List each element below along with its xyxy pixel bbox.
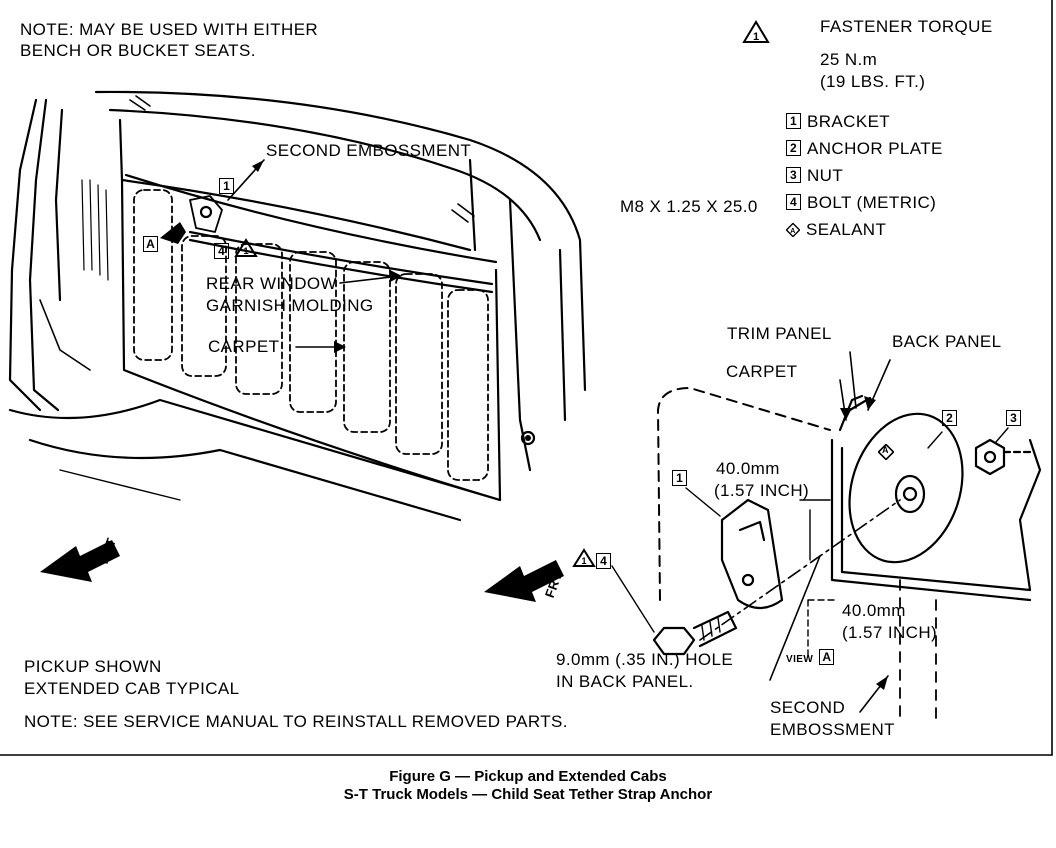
note-bottom: NOTE: SEE SERVICE MANUAL TO REINSTALL RE… — [24, 712, 568, 731]
legend-number-box: 2 — [786, 139, 801, 156]
torque-triangle-cab-icon — [234, 238, 258, 257]
legend-label: SEALANT — [806, 220, 887, 239]
label-pickup-shown: PICKUP SHOWN — [24, 657, 162, 676]
dimension-1-inch: (1.57 INCH) — [714, 481, 810, 500]
cab-callout-4: 4 — [214, 243, 229, 259]
legend-number-box: 4 — [786, 193, 801, 210]
torque-title: FASTENER TORQUE — [820, 17, 993, 36]
view-arrow-cab — [160, 222, 186, 244]
detail-callout-1: 1 — [672, 470, 687, 486]
detail-callout-4: 4 — [596, 553, 611, 569]
frt-arrow-right-shape — [484, 560, 564, 602]
torque-triangle-icon — [742, 20, 770, 43]
legend-item-sealant: A SEALANT — [786, 220, 943, 240]
legend-item-nut: 3 NUT — [786, 166, 943, 186]
label-garnish-molding: GARNISH MOLDING — [206, 296, 374, 315]
torque-metric: 25 N.m — [820, 50, 878, 69]
label-carpet-cab: CARPET — [208, 337, 280, 356]
legend-label: NUT — [807, 166, 844, 185]
label-hole-size: 9.0mm (.35 IN.) HOLE — [556, 650, 734, 669]
cab-texture — [81, 179, 109, 281]
svg-text:A: A — [790, 228, 795, 235]
cab-callout-1: 1 — [219, 178, 234, 194]
detail-callout-3: 3 — [1006, 410, 1021, 426]
note-top-line1: NOTE: MAY BE USED WITH EITHER — [20, 20, 319, 39]
detail-callout-a: A — [882, 445, 889, 455]
label-second-emb-detail-1: SECOND — [770, 698, 846, 717]
label-second-embossment: SECOND EMBOSSMENT — [266, 141, 472, 160]
svg-text:1: 1 — [753, 31, 759, 43]
legend: 1 BRACKET 2 ANCHOR PLATE 3 NUT 4 BOLT (METRI… — [786, 112, 943, 240]
dimension-2-inch: (1.57 INCH) — [842, 623, 938, 642]
frt-arrow-left-shape — [40, 540, 120, 582]
label-back-panel: BACK PANEL — [892, 332, 1002, 351]
torque-imperial: (19 LBS. FT.) — [820, 72, 926, 91]
legend-label: ANCHOR PLATE — [807, 139, 943, 158]
cab-illustration — [8, 90, 587, 522]
label-carpet-detail: CARPET — [726, 362, 798, 381]
svg-text:1: 1 — [243, 246, 248, 256]
figure-caption-line2: S-T Truck Models — Child Seat Tether Str… — [343, 786, 713, 803]
label-hole-location: IN BACK PANEL. — [556, 672, 694, 691]
legend-label: BRACKET — [807, 112, 891, 131]
legend-number-box: 1 — [786, 112, 801, 129]
view-word: VIEW — [786, 654, 814, 665]
note-top-line2: BENCH OR BUCKET SEATS. — [20, 41, 256, 60]
detail-callout-2: 2 — [942, 410, 957, 426]
legend-item-anchor-plate: 2 ANCHOR PLATE — [786, 139, 943, 159]
label-extended-cab: EXTENDED CAB TYPICAL — [24, 679, 240, 698]
legend-item-bracket: 1 BRACKET — [786, 112, 943, 132]
svg-text:1: 1 — [581, 556, 586, 566]
detail-sealant-diamond-icon — [878, 444, 894, 460]
label-rear-window: REAR WINDOW — [206, 274, 337, 293]
figure-caption-line1: Figure G — Pickup and Extended Cabs — [389, 768, 667, 785]
torque-triangle-detail-icon — [572, 548, 596, 567]
legend-item-bolt: 4 BOLT (METRIC) — [786, 193, 943, 213]
view-label: VIEW A — [786, 649, 840, 670]
cab-callout-a: A — [143, 236, 158, 252]
label-second-emb-detail-2: EMBOSSMENT — [770, 720, 895, 739]
label-trim-panel: TRIM PANEL — [727, 324, 832, 343]
bolt-spec: M8 X 1.25 X 25.0 — [620, 197, 758, 216]
legend-label: BOLT (METRIC) — [807, 193, 937, 212]
dimension-2-mm: 40.0mm — [842, 601, 906, 620]
dimension-1-mm: 40.0mm — [716, 459, 780, 478]
legend-number-box: 3 — [786, 166, 801, 183]
view-letter-box: A — [819, 649, 835, 666]
sealant-diamond-icon: A — [786, 222, 800, 237]
